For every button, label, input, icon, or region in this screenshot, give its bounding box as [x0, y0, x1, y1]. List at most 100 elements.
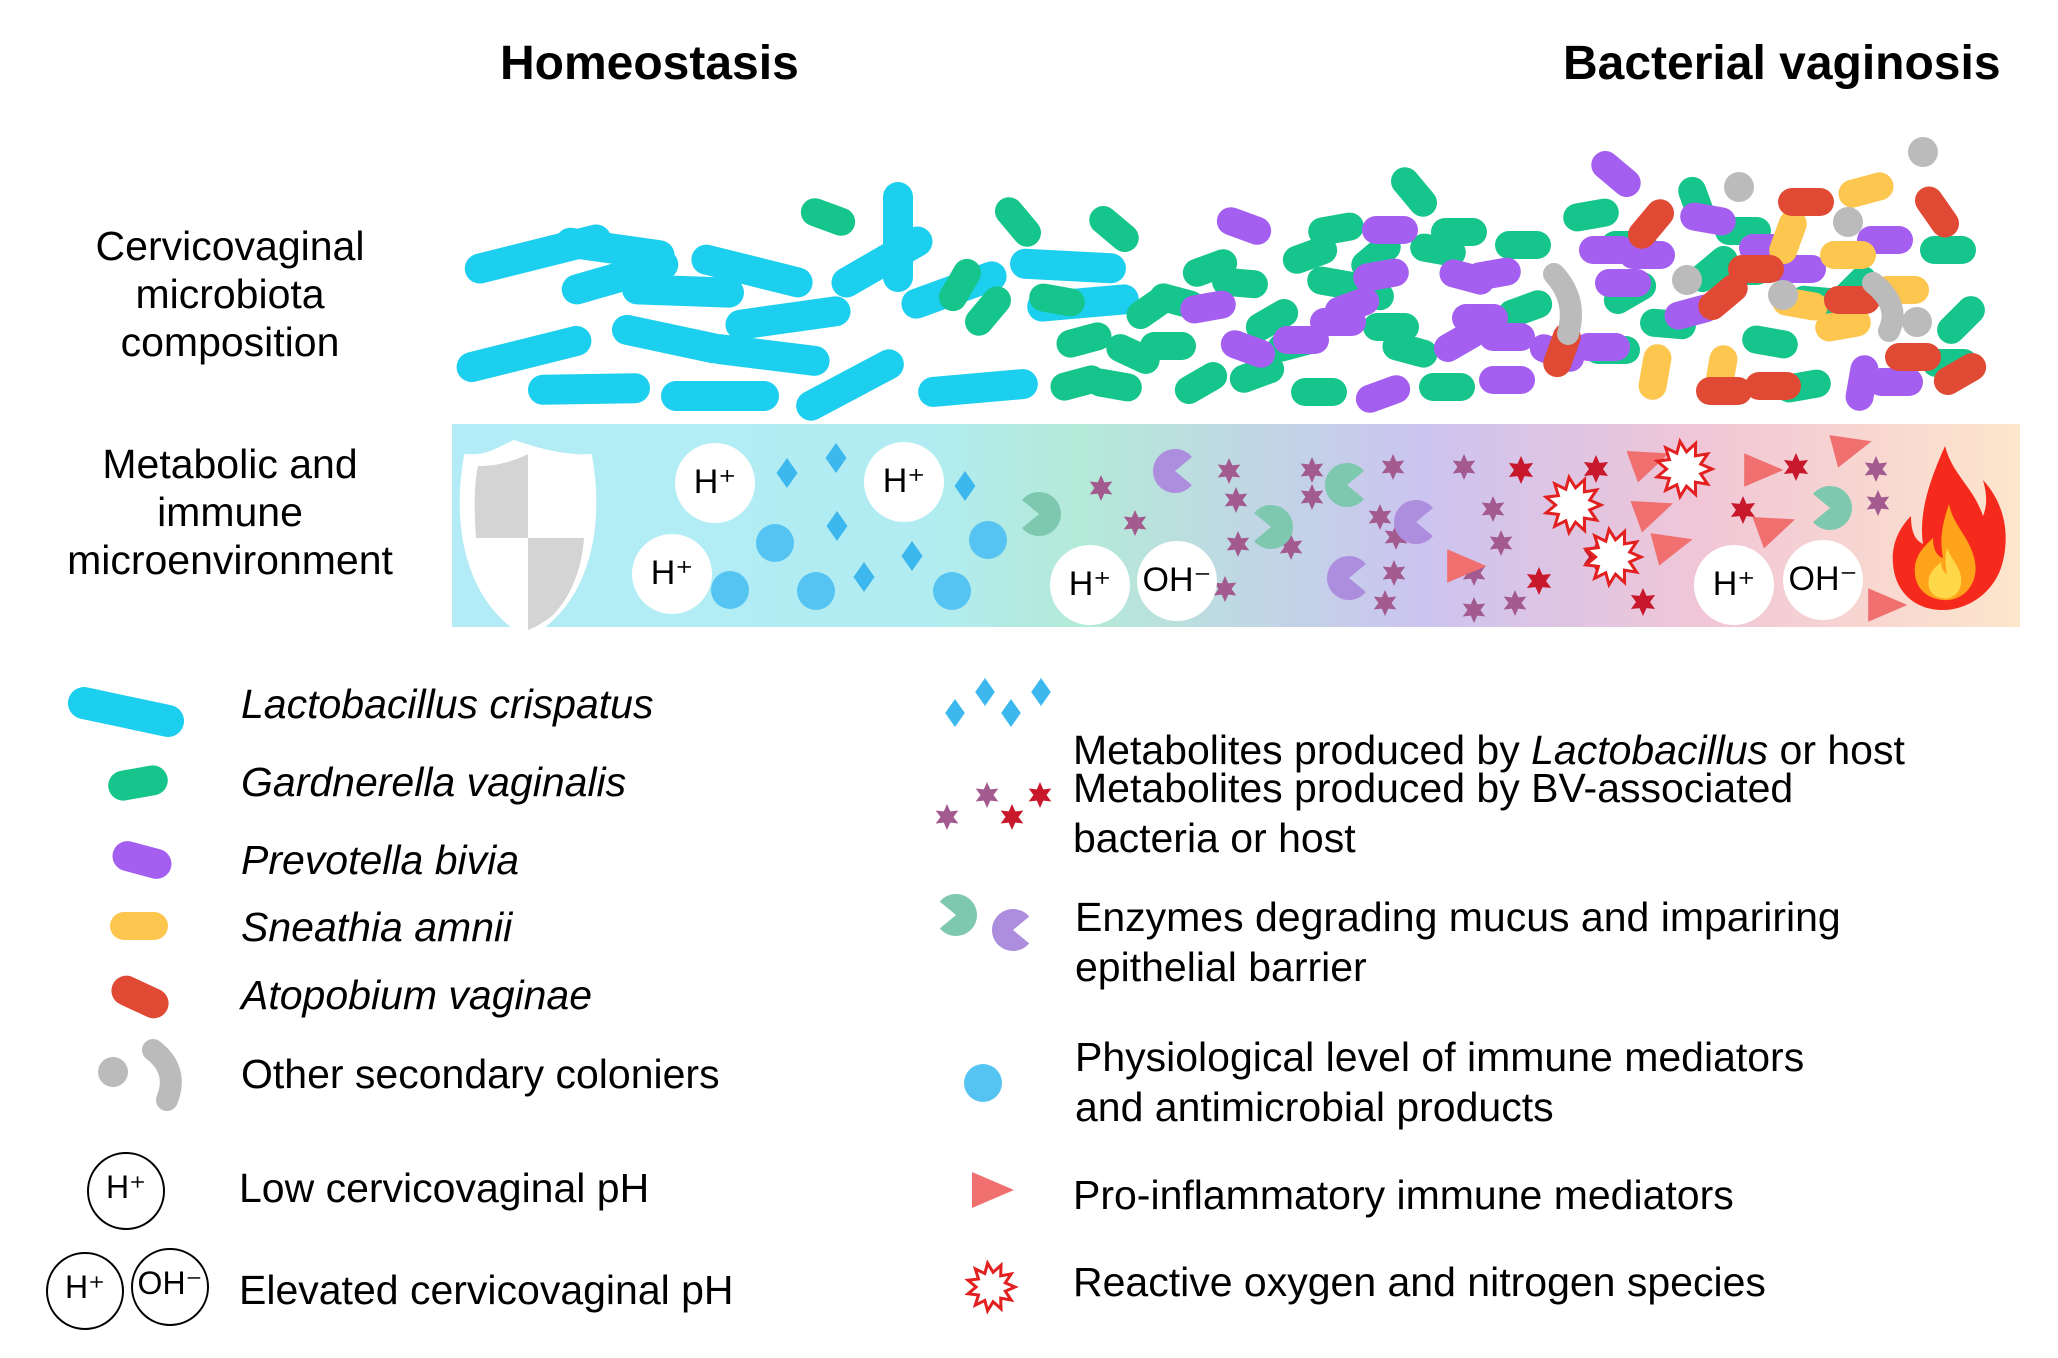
enzyme-pacman-shape — [1327, 556, 1366, 600]
legend-label-ros: Reactive oxygen and nitrogen species — [1073, 1259, 1766, 1305]
secondary-colonizer-dot — [1908, 137, 1938, 167]
diamond-metabolite-icon — [1031, 678, 1051, 706]
band-h-ion-label: H⁺ — [693, 463, 737, 501]
prevotella-rod — [1845, 355, 1879, 411]
environment-row-label: Metabolic and immune microenvironment — [67, 441, 393, 583]
prevotella-rod — [1433, 320, 1487, 362]
star-metabolite — [1452, 454, 1476, 480]
star-metabolite — [1224, 487, 1248, 513]
lactobacillus-rod — [528, 373, 650, 405]
star-metabolite — [1279, 534, 1303, 560]
ros-burst — [1582, 525, 1645, 589]
gardnerella-rod — [1086, 368, 1142, 402]
diamond-metabolite — [901, 541, 923, 571]
band-h-ion-label: H⁺ — [650, 554, 694, 592]
star-metabolite — [1382, 560, 1406, 586]
gardnerella-rod — [1106, 334, 1160, 374]
shield-icon — [459, 439, 597, 639]
band-h-ion-circle — [632, 534, 712, 614]
h-ion-icon-elevated — [46, 1252, 124, 1330]
prevotella-rod-icon — [112, 841, 172, 879]
secondary-colonizer-dot — [1768, 280, 1798, 310]
star-metabolite-icon — [935, 804, 959, 830]
gardnerella-rod — [1174, 362, 1228, 404]
homeostasis-title: Homeostasis — [500, 37, 799, 90]
gardnerella-rod — [1363, 313, 1419, 341]
band-h-ion-circle — [675, 443, 755, 523]
prevotella-rod — [1574, 333, 1630, 361]
star-metabolite — [1381, 454, 1405, 480]
legend-label-secondary: Other secondary coloniers — [241, 1051, 720, 1097]
triangle-mediator — [1829, 435, 1872, 468]
star-metabolite — [1864, 456, 1888, 482]
enzyme-pacman-shape — [992, 909, 1030, 951]
diamond-metabolite — [826, 511, 848, 541]
gardnerella-rod — [1089, 206, 1139, 252]
gardnerella-rod — [1563, 198, 1619, 232]
atopobium-rod-icon — [111, 975, 169, 1019]
star-metabolite-icon — [1000, 804, 1024, 830]
immune-mediator-dot — [797, 572, 835, 610]
lactobacillus-rod — [691, 244, 813, 298]
immune-mediator-dot — [711, 571, 749, 609]
band-oh-ion-label: OH⁻ — [1788, 560, 1858, 598]
gardnerella-rod — [1212, 267, 1268, 299]
lacto-metabolites-italic: Lactobacillus — [1531, 727, 1769, 773]
prevotella-rod — [1479, 366, 1535, 394]
band-h-ion-circle — [1050, 545, 1130, 625]
prevotella-rod — [1180, 290, 1236, 324]
lactobacillus-rod — [725, 296, 851, 340]
diamond-metabolite-icon — [975, 678, 995, 706]
legend-label-low-ph: Low cervicovaginal pH — [239, 1165, 650, 1211]
triangle-mediator — [1752, 516, 1796, 549]
gardnerella-rod — [1391, 167, 1437, 217]
microenvironment-marks — [632, 435, 1908, 625]
enzyme-pacman — [1813, 486, 1852, 530]
diamond-metabolite — [853, 562, 875, 592]
band-h-ion-label: H⁺ — [1068, 565, 1112, 603]
enzyme-pacman-shape — [1325, 463, 1364, 507]
gardnerella-rod — [1282, 236, 1338, 274]
atopobium-rod — [1885, 343, 1941, 371]
star-metabolite — [1213, 576, 1237, 602]
prevotella-rod — [1479, 323, 1535, 351]
atopobium-rod — [1728, 255, 1784, 283]
legend-label-bv-metabolites: Metabolites produced by BV-associated ba… — [1073, 765, 1794, 861]
immune-mediator-dot — [969, 521, 1007, 559]
star-metabolite — [1217, 458, 1241, 484]
band-oh-ion-label: OH⁻ — [1142, 561, 1212, 599]
secondary-colonizer-dot — [1672, 265, 1702, 295]
lactobacillus-rod — [918, 369, 1038, 407]
composition-row-label: Cervicovaginal microbiota composition — [95, 223, 365, 365]
gardnerella-rod — [1029, 283, 1085, 317]
gardnerella-rod — [1920, 236, 1976, 264]
atopobium-rod — [1745, 372, 1801, 400]
sneathia-rod — [1838, 172, 1894, 208]
star-metabolite — [1783, 453, 1809, 481]
enzyme-pacman — [1327, 556, 1366, 600]
triangle-mediator — [1447, 549, 1487, 583]
prevotella-rod — [1595, 269, 1651, 297]
lacto-metabolites-pre: Metabolites produced by — [1073, 727, 1532, 773]
enzyme-pacman — [1325, 463, 1364, 507]
lactobacillus-rod — [883, 182, 913, 292]
band-h-ion-circle — [864, 442, 944, 522]
prevotella-rod — [1273, 326, 1329, 354]
gardnerella-rod — [1497, 290, 1553, 328]
enzyme-pacman — [1022, 492, 1061, 536]
diamond-metabolite — [825, 443, 847, 473]
gardnerella-rod-icon — [108, 765, 168, 801]
prevotella-rod — [1867, 368, 1923, 396]
star-metabolite — [1300, 457, 1324, 483]
star-metabolite — [1300, 484, 1324, 510]
diamond-metabolite-icon — [945, 699, 965, 727]
ros-burst — [1653, 437, 1716, 501]
legend-h-ion-label: H⁺ — [65, 1269, 105, 1305]
legend-label-atopobium: Atopobium vaginae — [241, 972, 593, 1018]
secondary-colonizer-curve — [1862, 272, 1904, 342]
gardnerella-rod — [1308, 212, 1364, 246]
star-metabolite — [1462, 597, 1486, 623]
enzyme-pacman — [1394, 500, 1433, 544]
secondary-colonizer-dot — [1724, 172, 1754, 202]
